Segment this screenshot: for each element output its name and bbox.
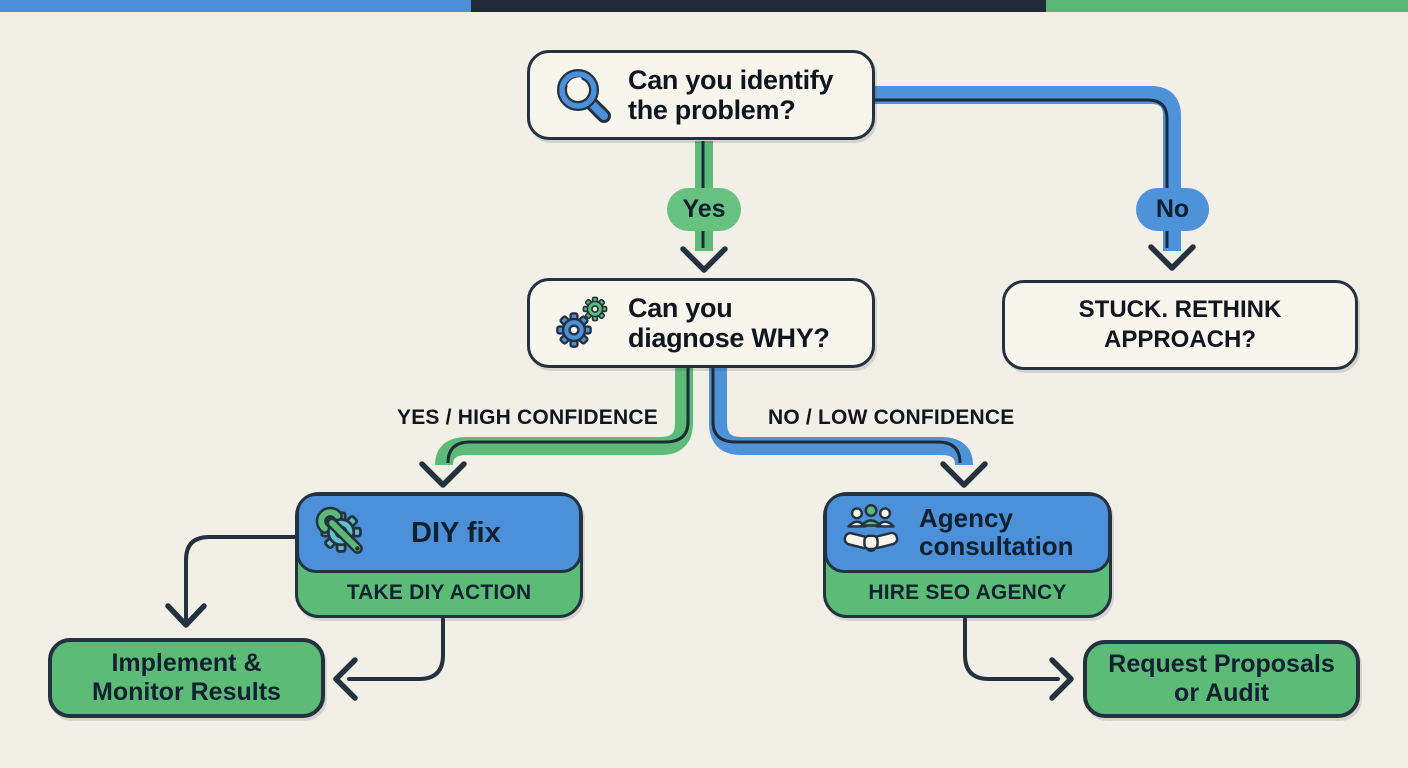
edge-diy-implement-top-arrowhead [165, 603, 207, 628]
edge-no-innerline [872, 98, 1169, 248]
edge-agency-request-line [963, 617, 1060, 681]
accent-segment-navy [471, 0, 1046, 12]
node-stuck-label: STUCK. RETHINK APPROACH? [1078, 296, 1282, 353]
accent-segment-blue [0, 0, 471, 12]
edge-no-low-confidence-label: NO / LOW CONFIDENCE [768, 406, 1015, 429]
node-implement-label: Implement & Monitor Results [92, 649, 281, 706]
node-diy-action-label: TAKE DIY ACTION [346, 581, 532, 604]
node-identify-problem: Can you identify the problem? [527, 50, 875, 140]
edge-no-label: No [1155, 195, 1190, 223]
node-agency-action-strip: HIRE SEO AGENCY [826, 571, 1109, 615]
edge-yes-high-innerline [446, 367, 690, 464]
edge-diy-implement-side-line [347, 617, 445, 681]
gear-wrench-icon [313, 504, 371, 562]
edge-no-band [872, 86, 1181, 251]
edge-diy-implement-top-line [184, 535, 297, 622]
node-agency-title: Agency consultation [919, 503, 1074, 561]
node-request-proposals: Request Proposals or Audit [1083, 640, 1360, 718]
edge-yes-high-band [435, 367, 693, 466]
node-agency-header: Agency consultation [824, 493, 1111, 573]
edge-yes-arrowhead [680, 246, 728, 273]
edge-diy-implement-side-arrowhead [333, 657, 358, 701]
edge-agency-request-arrowhead [1049, 657, 1074, 701]
node-agency-action-label: HIRE SEO AGENCY [868, 581, 1067, 604]
edge-yes-high-arrowhead [419, 461, 467, 488]
node-diagnose-label: Can you diagnose WHY? [628, 292, 830, 353]
edge-no-low-band [709, 367, 973, 466]
node-diagnose-why: Can you diagnose WHY? [527, 278, 875, 368]
accent-segment-green [1046, 0, 1408, 12]
node-agency-consultation: Agency consultation HIRE SEO AGENCY [823, 492, 1112, 618]
node-diy-action-strip: TAKE DIY ACTION [298, 571, 580, 615]
gears-icon [550, 290, 616, 356]
team-handshake-icon [841, 503, 901, 563]
edge-yes-pill: Yes [667, 188, 741, 231]
edge-no-low-arrowhead [940, 461, 988, 488]
edge-yes-high-confidence-label: YES / HIGH CONFIDENCE [397, 406, 658, 429]
edge-no-arrowhead [1148, 244, 1196, 271]
edge-no-low-innerline [711, 367, 962, 464]
node-diy-header: DIY fix [296, 493, 582, 573]
node-implement-monitor: Implement & Monitor Results [48, 638, 325, 718]
edge-yes-label: Yes [682, 195, 726, 223]
top-accent-bar [0, 0, 1408, 12]
node-stuck-rethink: STUCK. RETHINK APPROACH? [1002, 280, 1358, 370]
magnifier-icon [552, 65, 612, 125]
edge-no-pill: No [1136, 188, 1209, 231]
node-identify-label: Can you identify the problem? [628, 64, 834, 125]
node-diy-fix: DIY fix TAKE DIY ACTION [295, 492, 583, 618]
node-request-label: Request Proposals or Audit [1108, 650, 1335, 707]
node-diy-title: DIY fix [411, 516, 501, 549]
